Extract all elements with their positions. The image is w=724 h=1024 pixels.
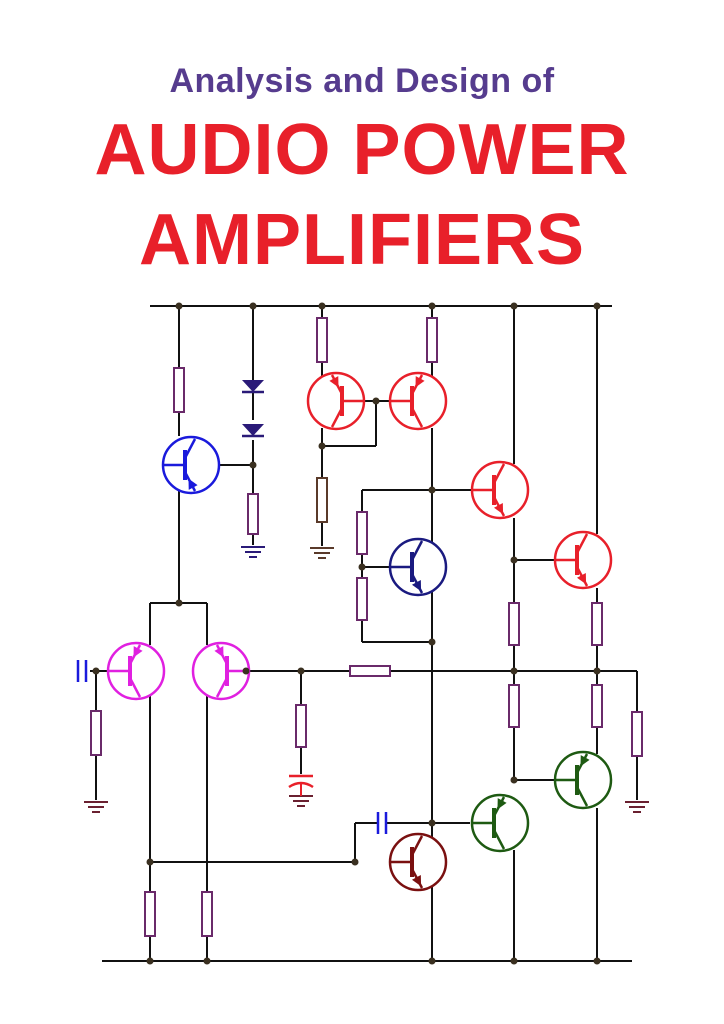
resistor-5 [426,317,438,363]
resistor-16 [201,891,213,937]
resistor-7 [356,577,368,621]
ground-3 [84,801,108,813]
upper-driver-transistor [470,460,530,520]
bias-transistor [161,435,221,495]
junction-dot-8 [203,957,211,965]
resistor-8 [508,602,520,646]
junction-dot-16 [428,486,436,494]
schematic-components [76,317,649,937]
junction-dot-3 [318,302,326,310]
junction-dot-11 [593,957,601,965]
ground-2 [310,547,334,559]
junction-dot-21 [593,667,601,675]
resistor-10 [508,684,520,728]
current-mirror-transistor-left [306,371,366,431]
junction-dot-24 [146,858,154,866]
resistor-12 [90,710,102,756]
junction-dot-4 [428,302,436,310]
junction-dot-18 [428,638,436,646]
resistor-3 [316,317,328,363]
junction-dot-26 [428,819,436,827]
resistor-1 [173,367,185,413]
junction-dot-13 [175,599,183,607]
book-title-line-2: AMPLIFIERS [138,200,585,280]
junction-dot-6 [593,302,601,310]
junction-dot-5 [510,302,518,310]
vbe-multiplier-transistor [388,537,448,597]
resistor-2 [247,493,259,535]
resistor-14 [631,711,643,757]
input-transistor-left [106,641,166,701]
ground-1 [241,546,265,558]
junction-dot-25 [351,858,359,866]
junction-dot-22 [297,667,305,675]
junction-dot-27 [510,776,518,784]
book-title-line-1: AUDIO POWER [94,110,630,190]
vas-transistor [388,832,448,892]
schematic-junction-dots [92,302,601,965]
junction-dot-28 [242,667,250,675]
diode-2 [242,424,264,438]
resistor-17 [349,665,391,677]
feedback-capacitor [288,774,314,796]
resistor-11 [591,684,603,728]
lower-output-transistor [553,750,613,810]
junction-dot-14 [372,397,380,405]
junction-dot-23 [92,667,100,675]
diode-1 [242,380,264,394]
input-transistor-right [191,641,251,701]
resistor-9 [591,602,603,646]
lower-driver-transistor [470,793,530,853]
junction-dot-17 [358,563,366,571]
junction-dot-19 [510,556,518,564]
junction-dot-9 [428,957,436,965]
current-mirror-transistor-right [388,371,448,431]
resistor-4 [316,477,328,523]
junction-dot-1 [175,302,183,310]
resistor-13 [295,704,307,748]
resistor-15 [144,891,156,937]
junction-dot-12 [249,461,257,469]
ground-5 [625,801,649,813]
compensation-capacitor [376,812,388,834]
upper-output-transistor [553,530,613,590]
resistor-6 [356,511,368,555]
junction-dot-10 [510,957,518,965]
junction-dot-15 [318,442,326,450]
junction-dot-7 [146,957,154,965]
book-subtitle: Analysis and Design of [169,62,555,100]
junction-dot-20 [510,667,518,675]
input-capacitor [76,660,88,682]
junction-dot-2 [249,302,257,310]
ground-4 [289,795,313,807]
